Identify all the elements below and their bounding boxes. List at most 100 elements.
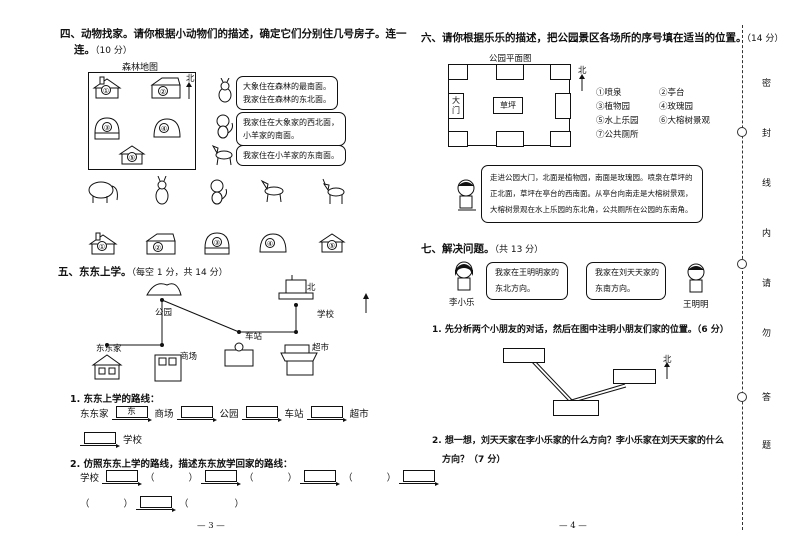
rabbit-icon[interactable]: [152, 176, 172, 206]
route-stop: 超市: [349, 409, 369, 420]
monkey-icon: [216, 114, 233, 139]
house-option-5[interactable]: ⑤: [318, 232, 346, 254]
route-to-school: 东东家 东 商场 公园 车站 超市: [80, 406, 369, 422]
route-stop: 商场: [154, 409, 174, 420]
forest-north-label: 北: [186, 74, 195, 84]
svg-text:①: ①: [103, 87, 109, 95]
legend-item: ①喷泉: [596, 88, 622, 98]
route-home: 学校 （） （） （）: [80, 470, 440, 486]
park-slot[interactable]: [550, 131, 571, 147]
park-map: 大门 草坪: [448, 64, 571, 147]
svg-text:③: ③: [104, 124, 110, 132]
park-slot[interactable]: [496, 131, 524, 147]
route-home-end: （） （）: [80, 496, 245, 512]
park-slot[interactable]: [555, 93, 571, 119]
house-icon-4: ④: [153, 118, 181, 138]
bubble-rabbit: 大象住在森林的最南面。我家住在森林的东北面。: [236, 76, 338, 110]
monkey-icon[interactable]: [207, 178, 229, 206]
svg-text:③: ③: [214, 239, 220, 247]
seal-char: 密: [762, 79, 772, 89]
route-blank[interactable]: [176, 406, 217, 422]
label-school: 学校: [317, 310, 335, 320]
route-blank[interactable]: [80, 432, 120, 448]
house-icon-2: ②: [150, 77, 181, 99]
seal-char: 答: [762, 393, 772, 403]
horse-icon: [211, 145, 233, 166]
route-stop: 学校: [80, 473, 100, 484]
kid-right-name: 王明明: [683, 300, 709, 310]
paren: （: [179, 499, 189, 510]
park-slot[interactable]: [448, 64, 468, 80]
svg-text:②: ②: [160, 88, 166, 96]
boy-lele-icon: [457, 179, 476, 211]
home-box-bottom[interactable]: [553, 400, 599, 416]
route-blank[interactable]: [241, 406, 282, 422]
label-home: 东东家: [96, 344, 122, 354]
park-north-label: 北: [578, 66, 587, 76]
north-arrow-icon: [579, 74, 585, 91]
route-blank[interactable]: [102, 470, 143, 486]
q4-title: 四、动物找家。请你根据小动物们的描述，确定它们分别住几号房子。连一: [60, 28, 407, 40]
q4-title-cont: 连。（10 分）: [74, 44, 132, 56]
label-station: 车站: [245, 332, 263, 342]
seal-char: 内: [762, 229, 772, 239]
route-blank[interactable]: [136, 496, 177, 512]
legend-item: ⑥大榕树景观: [659, 116, 711, 126]
boy-wangmingming-icon: [687, 263, 705, 293]
house-icon-3: ③: [94, 117, 120, 140]
home-icon: [91, 354, 123, 380]
svg-text:④: ④: [161, 125, 167, 133]
binding-hole: [737, 392, 747, 402]
girl-lixiaole-icon: [455, 261, 473, 291]
rabbit-icon: [218, 78, 232, 103]
home-box-lixiaole[interactable]: [503, 348, 545, 363]
paren: ）: [234, 499, 245, 510]
route-blank[interactable]: [300, 470, 341, 486]
svg-text:①: ①: [99, 243, 105, 251]
horse-icon[interactable]: [259, 178, 287, 204]
q7-sub1: 1. 先分析两个小朋友的对话，然后在图中注明小朋友们家的位置。（6 分）: [432, 325, 729, 335]
svg-text:④: ④: [267, 240, 273, 248]
binding-line: [742, 25, 743, 530]
paren: （: [80, 499, 90, 510]
lele-speech-bubble: 走进公园大门，北面是植物园，南面是玫瑰园。喷泉在草坪的 正北面，草坪在亭台的西南…: [481, 165, 703, 223]
lixiaole-bubble: 我家在王明明家的东北方向。: [486, 262, 568, 300]
legend-item: ④玫瑰园: [659, 102, 694, 112]
elephant-icon[interactable]: [85, 178, 121, 204]
q6-title: 六、请你根据乐乐的描述，把公园景区各场所的序号填在适当的位置。（14 分）: [421, 32, 784, 44]
park-slot[interactable]: [496, 64, 524, 80]
q5-sub2-title: 2. 仿照东东上学的路线，描述东东放学回家的路线：: [70, 459, 293, 470]
route-north-label: 北: [307, 283, 316, 293]
house-option-1[interactable]: ①: [88, 232, 118, 256]
school-icon: [278, 275, 314, 300]
seal-char: 封: [762, 129, 772, 139]
label-market: 超市: [312, 343, 330, 353]
legend-item: ②亭台: [659, 88, 685, 98]
paren: （: [244, 473, 254, 484]
house-option-2[interactable]: ②: [145, 232, 177, 256]
q7-sub2-line1: 2. 想一想，刘天天家在李小乐家的什么方向？李小乐家在刘天天家的什么: [432, 436, 724, 446]
paren: ）: [287, 473, 298, 484]
route-blank-filled[interactable]: 东: [111, 406, 152, 422]
market-icon: [280, 344, 318, 376]
house-option-4[interactable]: ④: [258, 230, 288, 256]
paren: ）: [386, 473, 397, 484]
q7-sub2-line2: 方向？（7 分）: [442, 455, 506, 465]
paren: （: [343, 473, 353, 484]
house-option-3[interactable]: ③: [202, 230, 232, 256]
park-slot[interactable]: [550, 64, 571, 80]
q5-title: 五、东东上学。（每空 1 分，共 14 分）: [58, 266, 228, 278]
label-park: 公园: [155, 308, 173, 318]
house-icon-1: ①: [92, 76, 122, 99]
park-lawn: 草坪: [493, 97, 523, 114]
route-blank[interactable]: [306, 406, 347, 422]
goat-icon[interactable]: [320, 178, 348, 206]
park-icon: [146, 283, 182, 296]
park-slot[interactable]: [448, 131, 468, 147]
route-blank[interactable]: [399, 470, 440, 486]
route-blank[interactable]: [201, 470, 242, 486]
forest-map-title: 森林地图: [122, 63, 159, 73]
q7-title: 七、解决问题。（共 13 分）: [421, 243, 544, 255]
home-box-right[interactable]: [613, 369, 656, 384]
svg-text:⑤: ⑤: [129, 154, 135, 162]
